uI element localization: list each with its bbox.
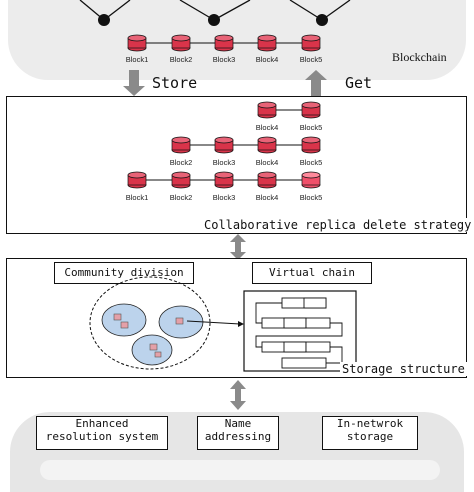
- block-icon: [214, 171, 234, 189]
- in-network-storage-box: In-netwrok storage: [322, 416, 418, 450]
- store-arrow: [123, 70, 145, 96]
- blockchain-cloud: [8, 0, 466, 80]
- block-icon: [257, 34, 277, 52]
- node-icon: [113, 313, 122, 321]
- storage-graphic: [89, 276, 357, 372]
- enhanced-line2: resolution system: [45, 429, 159, 443]
- community-ellipse: [89, 276, 211, 370]
- virtual-chain-label: Virtual chain: [268, 266, 356, 279]
- node-icon: [120, 321, 129, 329]
- block-label: Block4: [256, 158, 279, 167]
- block-icon: [257, 101, 277, 119]
- block-label: Block2: [170, 55, 193, 64]
- block-icon: [301, 171, 321, 189]
- block-icon: [171, 34, 191, 52]
- block-label: Block4: [256, 123, 279, 132]
- name-line1: Name: [224, 417, 252, 430]
- block-label: Block5: [300, 123, 323, 132]
- double-arrow-2: [230, 380, 246, 410]
- double-arrow-1: [230, 234, 246, 260]
- block-icon: [127, 34, 147, 52]
- block-label: Block5: [300, 193, 323, 202]
- block-label: Block3: [213, 55, 236, 64]
- node-icon: [175, 317, 184, 325]
- block-label: Block5: [300, 55, 323, 64]
- storage-line2: storage: [346, 429, 394, 443]
- network-node: [98, 14, 110, 26]
- storage-caption: Storage structure: [340, 362, 467, 376]
- store-get-arrows: [123, 70, 327, 96]
- block-icon: [127, 171, 147, 189]
- network-node: [316, 14, 328, 26]
- storage-line1: In-netwrok: [336, 417, 404, 430]
- replica-panel: [6, 96, 467, 234]
- block-icon: [214, 136, 234, 154]
- enhanced-line1: Enhanced: [75, 417, 129, 430]
- community-division-box: Community division: [54, 262, 194, 284]
- block-icon: [301, 136, 321, 154]
- node-icon: [154, 351, 162, 358]
- block-icon: [214, 34, 234, 52]
- blockchain-title: Blockchain: [392, 50, 447, 64]
- get-label: Get: [345, 74, 373, 92]
- store-label: Store: [152, 74, 198, 92]
- block-label: Block2: [170, 158, 193, 167]
- block-icon: [171, 136, 191, 154]
- block-label: Block3: [213, 158, 236, 167]
- block-label: Block1: [126, 193, 149, 202]
- network-node: [208, 14, 220, 26]
- block-icon: [301, 34, 321, 52]
- block-label: Block2: [170, 193, 193, 202]
- node-icon: [149, 343, 158, 351]
- block-icon: [257, 136, 277, 154]
- community-division-label: Community division: [64, 266, 184, 279]
- block-label: Block3: [213, 193, 236, 202]
- name-addressing-box: Name addressing: [197, 416, 279, 450]
- block-label: Block4: [256, 55, 279, 64]
- name-line2: addressing: [204, 429, 272, 443]
- block-label: Block4: [256, 193, 279, 202]
- ellipse-to-chain-arrow: [186, 320, 241, 325]
- block-icon: [257, 171, 277, 189]
- get-arrow: [305, 70, 327, 96]
- block-icon: [171, 171, 191, 189]
- virtual-chain-box: Virtual chain: [252, 262, 372, 284]
- enhanced-resolution-box: Enhanced resolution system: [36, 416, 168, 450]
- replica-caption: Collaborative replica delete strategy: [202, 218, 474, 232]
- block-label: Block5: [300, 158, 323, 167]
- community-cluster: [101, 303, 147, 337]
- bottom-cloud-puffs: [40, 460, 440, 480]
- blockchain-chain: Block1 Block2 Block3 Block4 Block5: [126, 34, 323, 64]
- block-icon: [301, 101, 321, 119]
- blockchain-network: [79, 0, 351, 26]
- block-label: Block1: [126, 55, 149, 64]
